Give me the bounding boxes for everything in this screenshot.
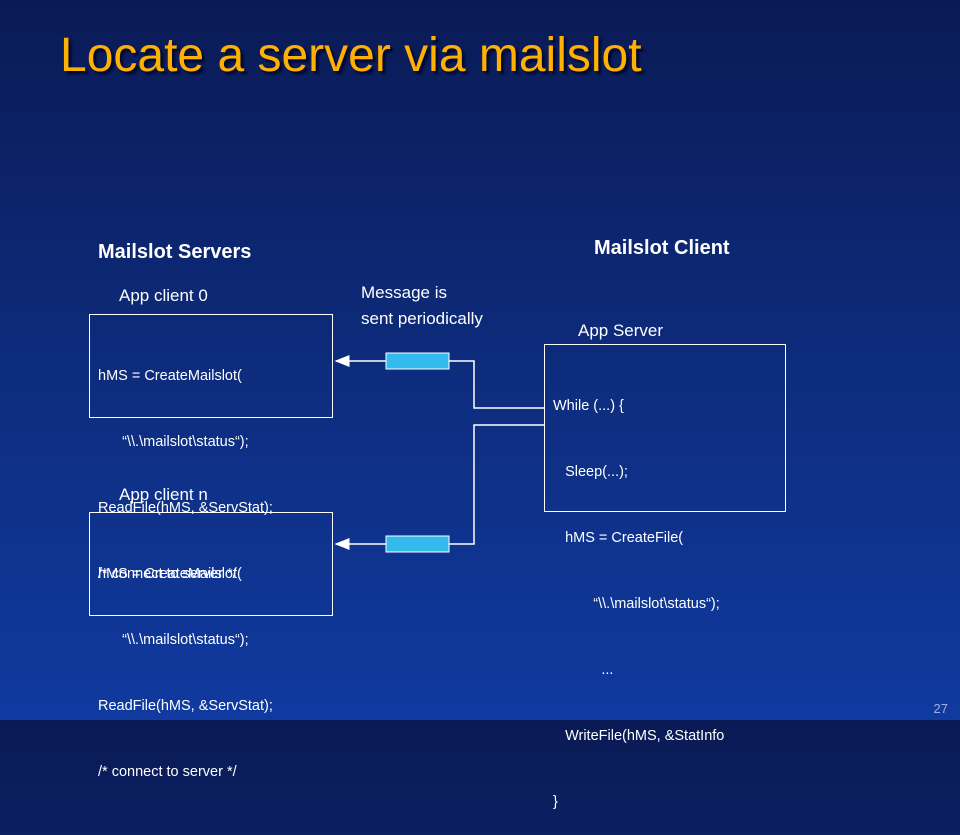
app-server-label: App Server (578, 321, 664, 340)
message-box-upper (385, 352, 450, 370)
mailslot-servers-heading: Mailslot Servers (98, 241, 252, 263)
message-note-line-2: sent periodically (361, 309, 483, 328)
code-line: /* connect to server */ (98, 764, 237, 780)
code-line: /* connect to server */ (98, 566, 237, 582)
app-client-n-label: App client n (119, 485, 208, 504)
message-note: Message is sent periodically (361, 280, 483, 332)
code-line: hMS = CreateFile( (553, 530, 684, 546)
app-client-0-label: App client 0 (119, 286, 208, 305)
code-line: “\\.\mailslot\status“); (98, 632, 249, 648)
code-line: While (...) { (553, 398, 624, 414)
page-number: 27 (933, 701, 948, 716)
code-line: hMS = CreateMailslot( (98, 368, 242, 384)
message-note-line-1: Message is (361, 283, 447, 302)
message-line-to-client-n (449, 424, 544, 545)
code-line: Sleep(...); (553, 464, 628, 480)
slide-title: Locate a server via mailslot (60, 29, 642, 82)
code-line: } (553, 794, 558, 810)
message-line-to-client-0 (449, 360, 544, 409)
code-line: WriteFile(hMS, &StatInfo (553, 728, 725, 744)
code-line: hMS = CreateMailslot( (98, 566, 242, 582)
message-box-lower (385, 535, 450, 553)
mailslot-client-heading: Mailslot Client (594, 237, 730, 259)
code-line: “\\.\mailslot\status“); (553, 596, 720, 612)
code-line: ReadFile(hMS, &ServStat); (98, 698, 273, 714)
code-line: “\\.\mailslot\status“); (98, 434, 249, 450)
message-connectors (334, 352, 544, 553)
code-line: ... (553, 662, 614, 678)
